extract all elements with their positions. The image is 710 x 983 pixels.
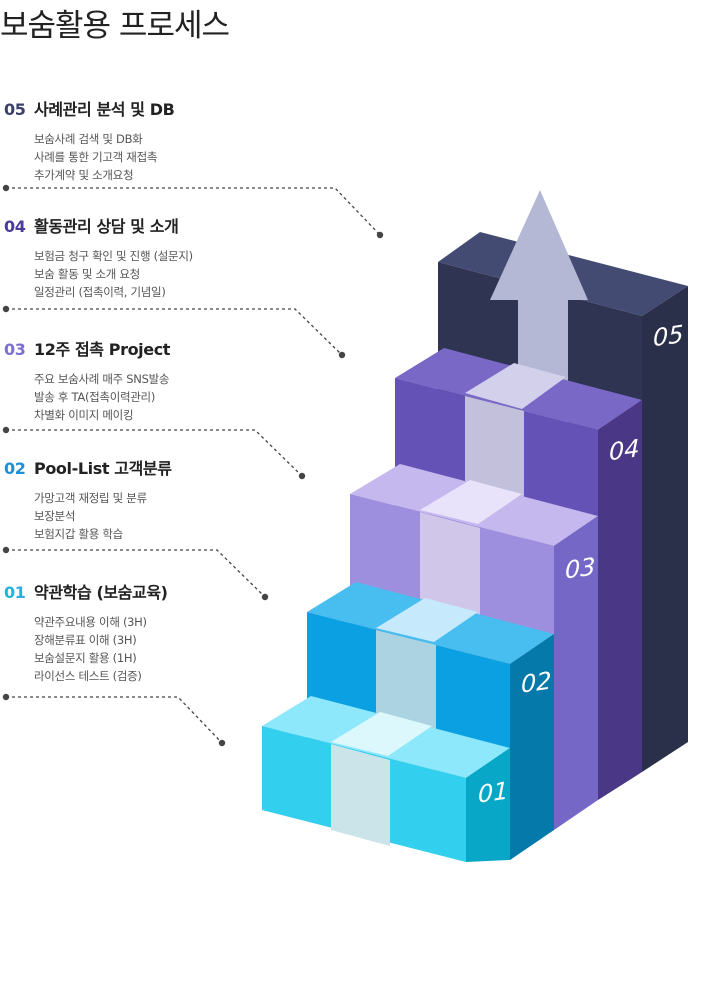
connector-04-start-dot [2,305,10,313]
connector-02-start-dot [2,546,10,554]
connector-04-end-dot [338,351,346,359]
step-05-title: 사례관리 분석 및 DB [34,100,175,119]
connector-04 [6,308,343,356]
step-03-line-3: 차별화 이미지 메이킹 [34,408,134,422]
step-04-block: 04 활동관리 상담 및 소개 보험금 청구 확인 및 진행 (설문지) 보숨 … [4,213,304,301]
connector-03 [6,429,303,477]
step-01-number: 01 [4,583,26,602]
step-04-title: 활동관리 상담 및 소개 [34,217,179,236]
step-05-line-3: 추가계약 및 소개요청 [34,168,134,182]
step-05-number: 05 [4,100,26,119]
step-02-title: Pool-List 고객분류 [34,459,172,478]
page-title: 보숨활용 프로세스 [0,8,230,44]
stair-label-02: 02 [521,667,552,699]
stair-label-04: 04 [609,434,640,466]
connector-02 [6,549,266,598]
step-03-number: 03 [4,340,26,359]
connector-05 [6,187,381,236]
connector-02-end-dot [261,593,269,601]
connector-05-end-dot [376,231,384,239]
connector-03-end-dot [298,472,306,480]
step-01-line-3: 보숨설문지 활용 (1H) [34,651,137,665]
step-01-line-4: 라이선스 테스트 (검증) [34,669,142,683]
step-04-line-1: 보험금 청구 확인 및 진행 (설문지) [34,249,193,263]
connector-01-end-dot [218,739,226,747]
step-01-title: 약관학습 (보숨교육) [34,583,168,602]
step-05-block: 05 사례관리 분석 및 DB 보숨사례 검색 및 DB화 사례를 통한 기고객… [4,96,304,184]
step-03-line-1: 주요 보숨사례 매주 SNS발송 [34,372,170,386]
step-03-block: 03 12주 접촉 Project 주요 보숨사례 매주 SNS발송 발송 후 … [4,336,304,424]
step-04-line-3: 일정관리 (접촉이력, 기념일) [34,285,166,299]
step-05-line-1: 보숨사례 검색 및 DB화 [34,132,143,146]
step-02-line-1: 가망고객 재정립 및 분류 [34,491,147,505]
stair-label-01: 01 [478,777,509,809]
stair-label-05: 05 [653,320,684,352]
step-01-line-1: 약관주요내용 이해 (3H) [34,615,147,629]
step-02-line-2: 보장분석 [34,509,76,523]
step-04-number: 04 [4,217,26,236]
step-05-line-2: 사례를 통한 기고객 재접촉 [34,150,158,164]
connector-01-start-dot [2,693,10,701]
step-02-line-3: 보험지갑 활용 학습 [34,527,123,541]
step-04-line-2: 보숨 활동 및 소개 요청 [34,267,140,281]
step-01-line-2: 장해분류표 이해 (3H) [34,633,137,647]
connector-03-start-dot [2,426,10,434]
stair-label-03: 03 [565,552,596,584]
stair-block-01 [262,696,510,862]
connector-01 [6,696,223,744]
step-02-number: 02 [4,459,26,478]
step-01-block: 01 약관학습 (보숨교육) 약관주요내용 이해 (3H) 장해분류표 이해 (… [4,579,304,685]
step-03-title: 12주 접촉 Project [34,340,171,359]
step-02-block: 02 Pool-List 고객분류 가망고객 재정립 및 분류 보장분석 보험지… [4,455,304,543]
connector-05-start-dot [2,184,10,192]
step-03-line-2: 발송 후 TA(접촉이력관리) [34,390,156,404]
